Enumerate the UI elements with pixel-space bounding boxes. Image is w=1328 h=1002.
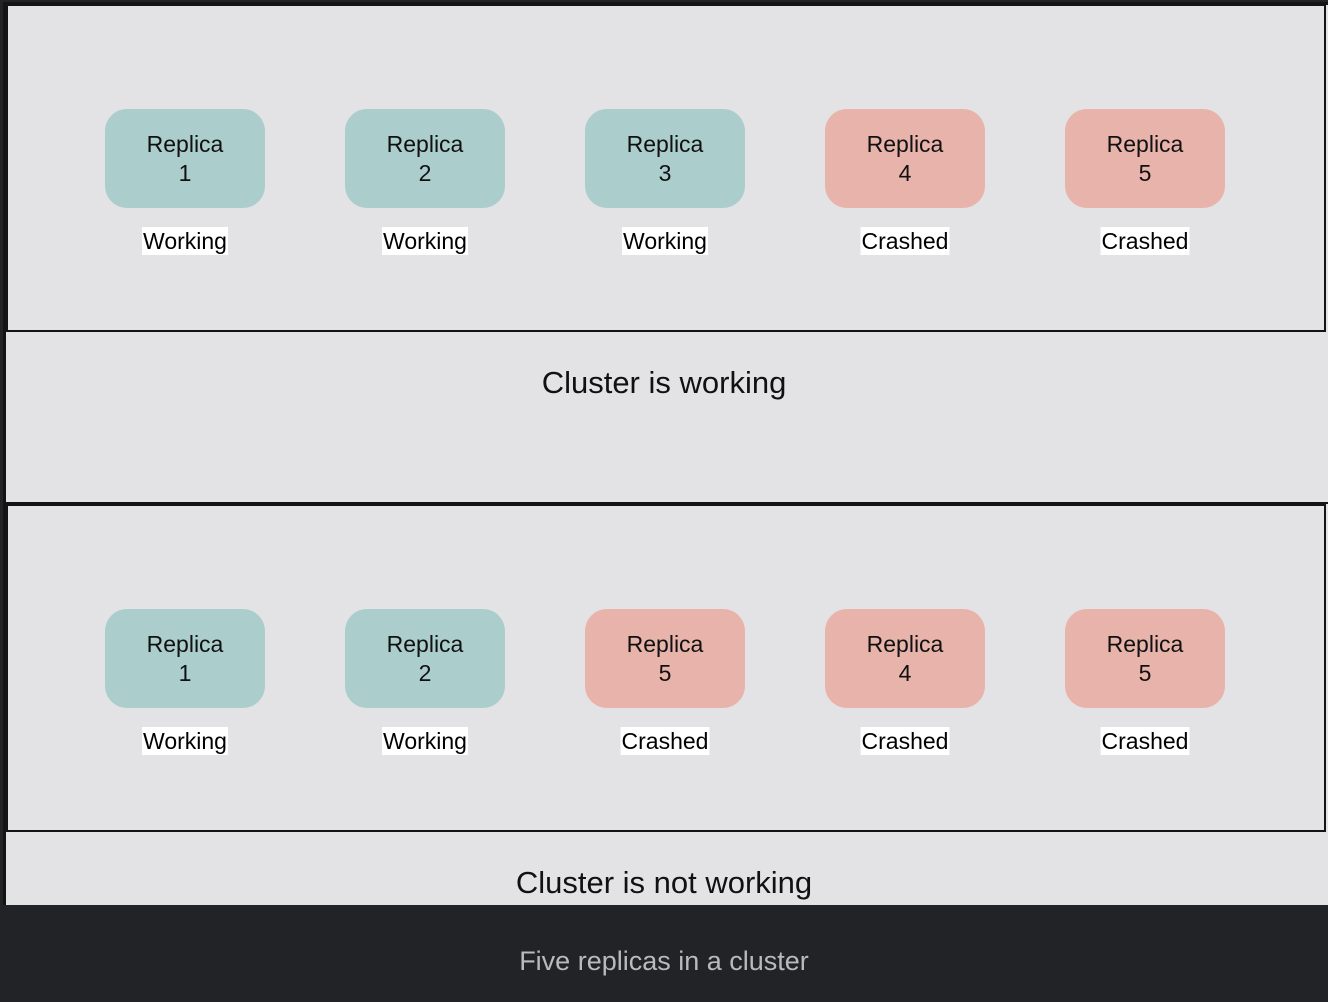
frame-top-border xyxy=(3,2,1328,5)
replica-number: 1 xyxy=(178,659,192,686)
scenario-2-status-4: Crashed xyxy=(860,727,950,755)
replica-label: Replica xyxy=(866,130,944,157)
frame-left-border xyxy=(3,2,6,905)
scenario-2-replica-3: Replica 5 xyxy=(585,609,745,708)
replica-number: 5 xyxy=(658,659,672,686)
scenario-1-replica-3: Replica 3 xyxy=(585,109,745,208)
scenario-1-status-4: Crashed xyxy=(860,227,950,255)
scenario-2-status-2: Working xyxy=(382,727,468,755)
scenario-1-status-1: Working xyxy=(142,227,228,255)
figure-caption: Five replicas in a cluster xyxy=(519,946,809,976)
replica-label: Replica xyxy=(1106,130,1184,157)
scenario-1-caption: Cluster is working xyxy=(541,365,787,400)
scenario-2-status-3: Crashed xyxy=(620,727,710,755)
replica-label: Replica xyxy=(1106,630,1184,657)
replica-number: 4 xyxy=(898,659,912,686)
replica-number: 5 xyxy=(1138,659,1152,686)
replica-label: Replica xyxy=(626,630,704,657)
replica-label: Replica xyxy=(146,630,224,657)
scenario-2-replica-5: Replica 5 xyxy=(1065,609,1225,708)
scenario-1-replica-2: Replica 2 xyxy=(345,109,505,208)
scenario-1-status-3: Working xyxy=(622,227,708,255)
replica-number: 1 xyxy=(178,159,192,186)
scenario-2-status-1: Working xyxy=(142,727,228,755)
scenario-1-status-2: Working xyxy=(382,227,468,255)
replica-label: Replica xyxy=(626,130,704,157)
scenario-1-replica-1: Replica 1 xyxy=(105,109,265,208)
scenario-1-replica-5: Replica 5 xyxy=(1065,109,1225,208)
replica-number: 5 xyxy=(1138,159,1152,186)
replica-number: 4 xyxy=(898,159,912,186)
replica-number: 3 xyxy=(658,159,672,186)
scenario-1-replica-4: Replica 4 xyxy=(825,109,985,208)
scenario-2-replica-2: Replica 2 xyxy=(345,609,505,708)
scenario-divider xyxy=(5,502,1328,504)
scenario-2-replica-4: Replica 4 xyxy=(825,609,985,708)
replica-label: Replica xyxy=(866,630,944,657)
replica-number: 2 xyxy=(418,659,432,686)
replica-number: 2 xyxy=(418,159,432,186)
replica-label: Replica xyxy=(386,630,464,657)
replica-label: Replica xyxy=(386,130,464,157)
scenario-2-replica-1: Replica 1 xyxy=(105,609,265,708)
scenario-2-status-5: Crashed xyxy=(1100,727,1190,755)
replica-label: Replica xyxy=(146,130,224,157)
scenario-2-caption: Cluster is not working xyxy=(515,865,813,900)
scenario-1-status-5: Crashed xyxy=(1100,227,1190,255)
